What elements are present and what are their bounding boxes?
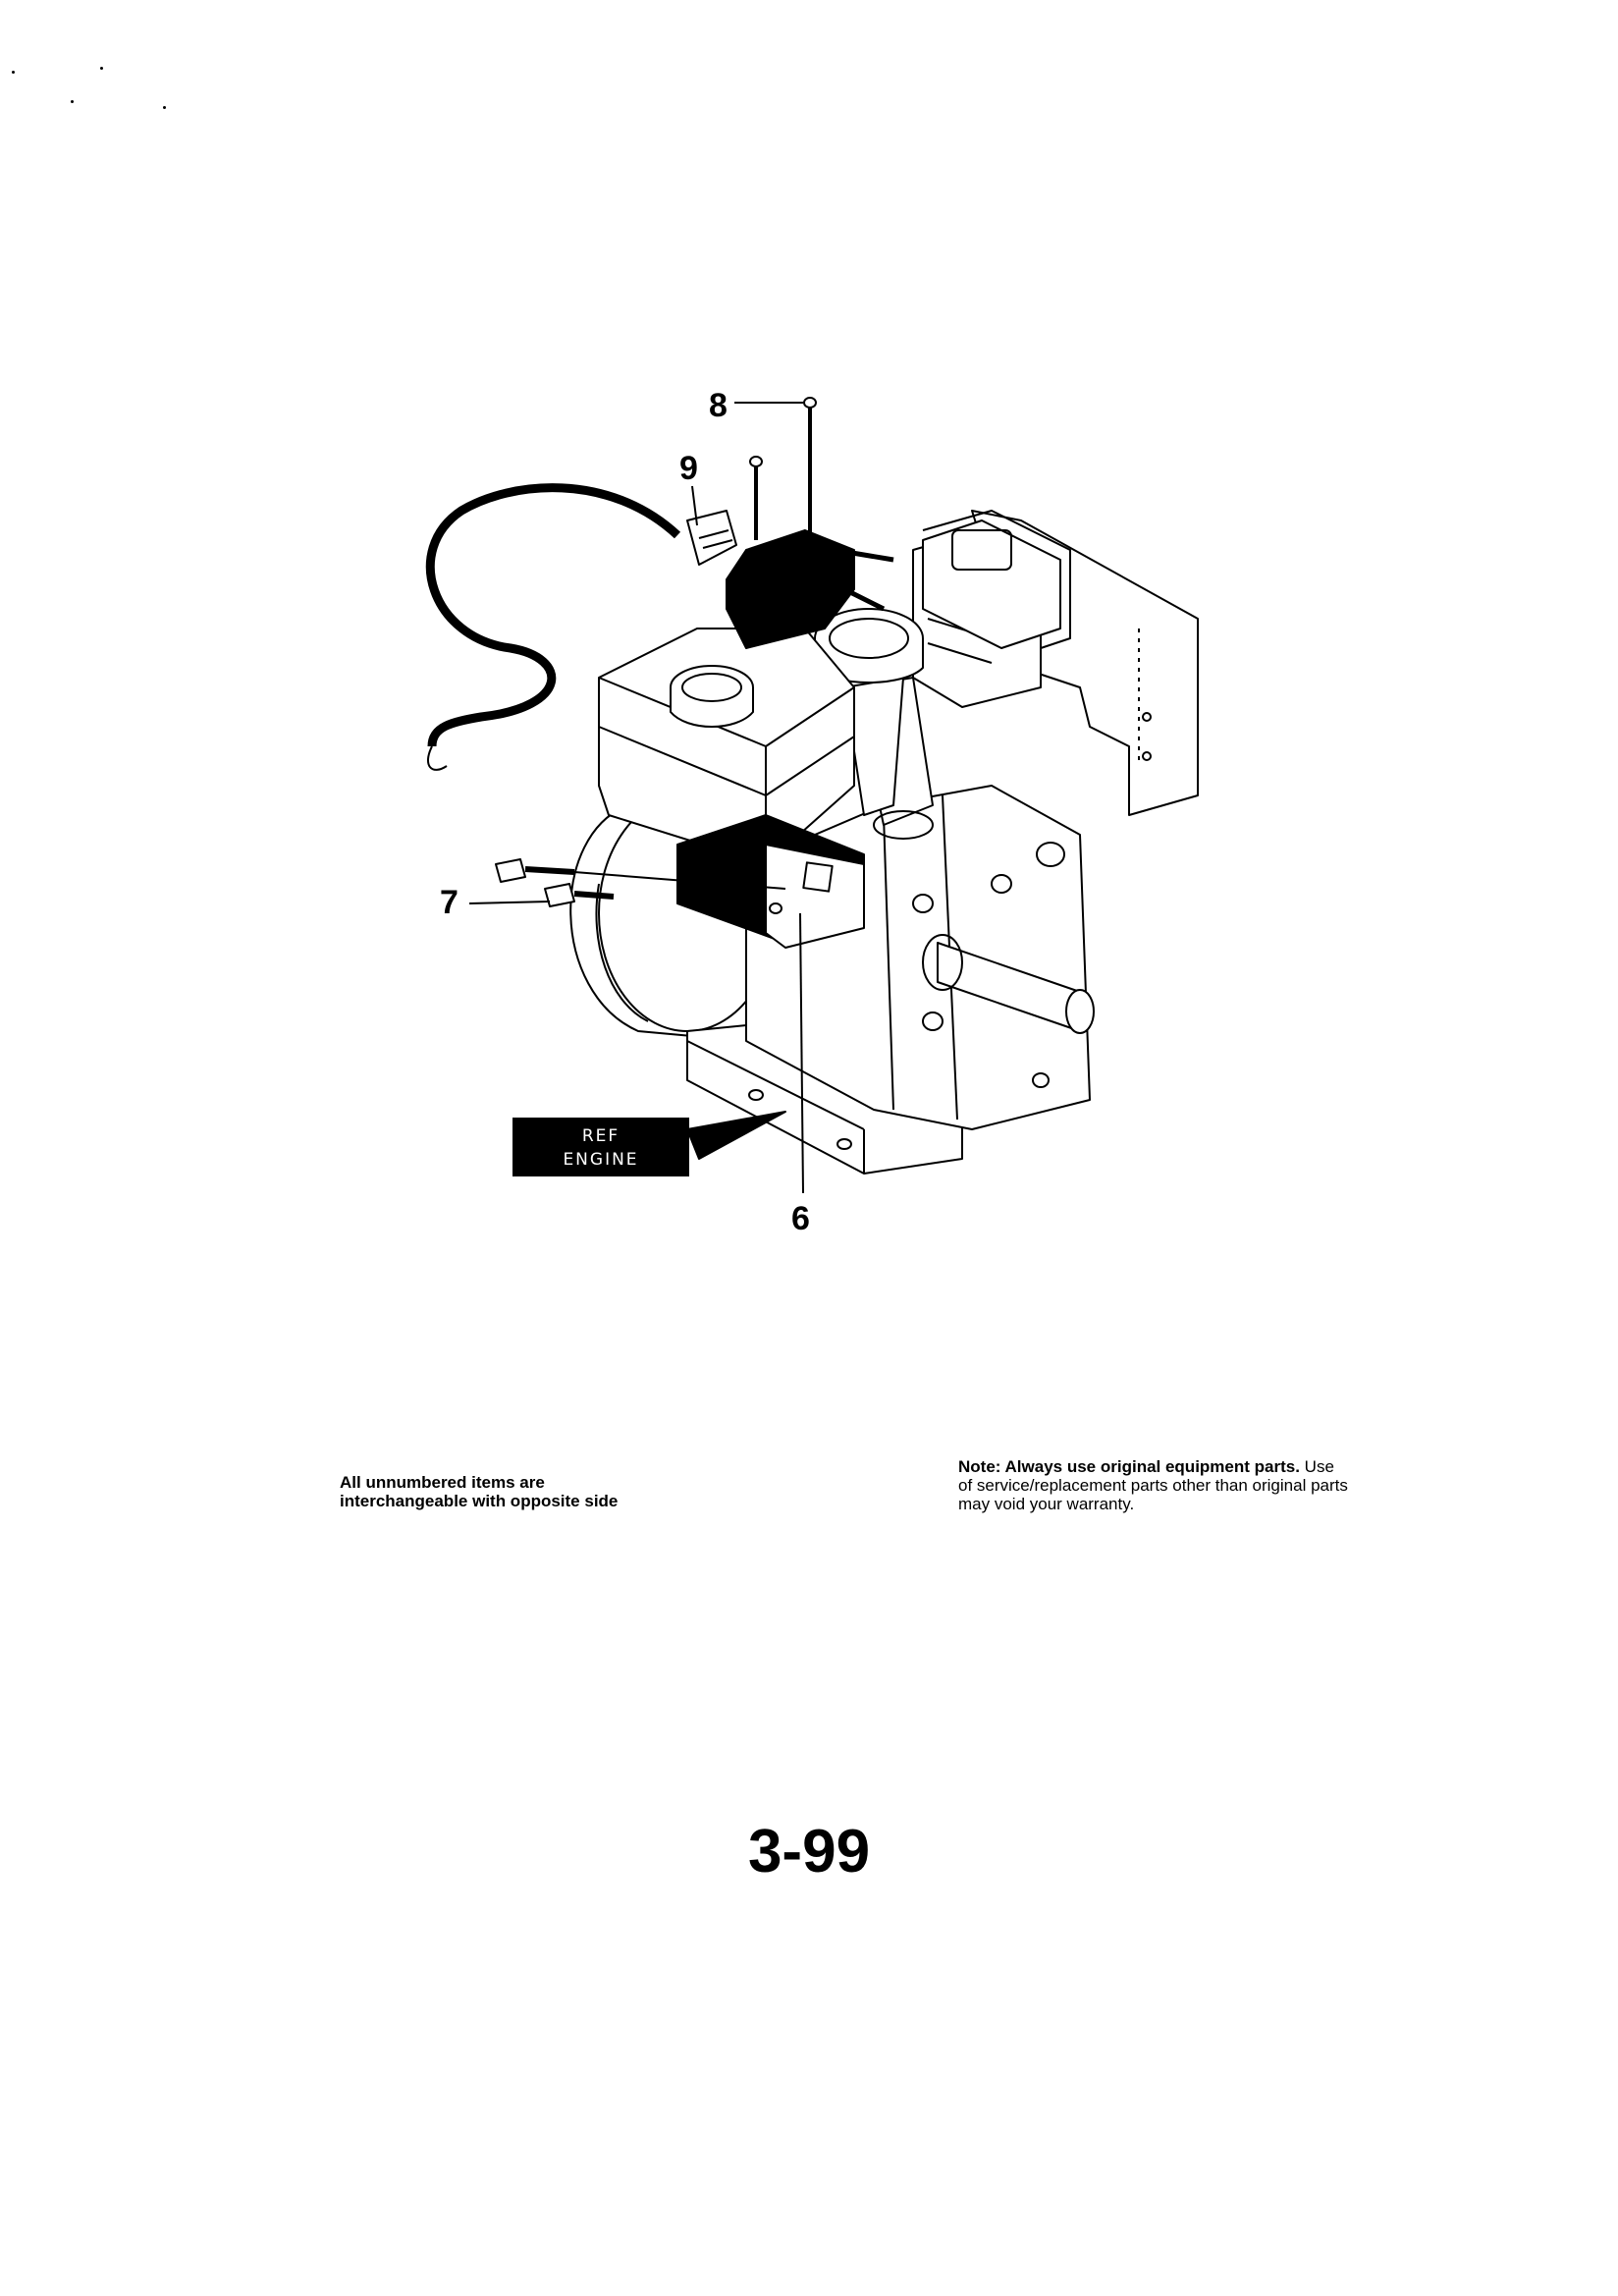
scan-speck	[163, 106, 166, 109]
scan-speck	[100, 67, 103, 70]
screw	[803, 397, 817, 535]
ref-label-line2: ENGINE	[563, 1150, 638, 1170]
fuel-tank	[598, 628, 855, 865]
crankshaft	[922, 934, 1095, 1034]
callout-7: 7	[440, 884, 458, 921]
scan-speck	[71, 100, 74, 103]
leader-line-9	[691, 485, 698, 526]
leader-line-7a	[573, 871, 786, 890]
starter-switch-box	[726, 529, 894, 649]
scan-speck	[12, 71, 15, 74]
original-parts-note-bold: Note: Always use original equipment part…	[958, 1457, 1300, 1476]
leader-line-7b	[468, 901, 551, 904]
hex-bolt	[544, 883, 615, 907]
power-cord	[425, 483, 737, 771]
original-parts-note-text: Use of service/replacement parts other t…	[958, 1457, 1348, 1513]
callout-8: 8	[709, 387, 728, 424]
callout-9: 9	[679, 450, 698, 487]
ref-label-line1: REF	[582, 1126, 620, 1146]
ref-pointer	[686, 1111, 786, 1160]
engine-parts-diagram: 8 9 7 6 REF ENGINE	[425, 387, 1199, 1237]
starter-motor	[676, 814, 865, 949]
hex-bolt	[495, 858, 575, 883]
fuel-cap	[670, 665, 754, 728]
muffler	[922, 519, 1061, 649]
page-number: 3-99	[747, 1818, 871, 1886]
ref-engine-label: REF ENGINE	[512, 1118, 689, 1176]
callout-6: 6	[791, 1200, 810, 1237]
original-parts-note: Note: Always use original equipment part…	[958, 1457, 1351, 1513]
unnumbered-items-note: All unnumbered items are interchangeable…	[340, 1473, 619, 1510]
leader-line-6	[799, 912, 804, 1194]
screw	[749, 456, 763, 540]
